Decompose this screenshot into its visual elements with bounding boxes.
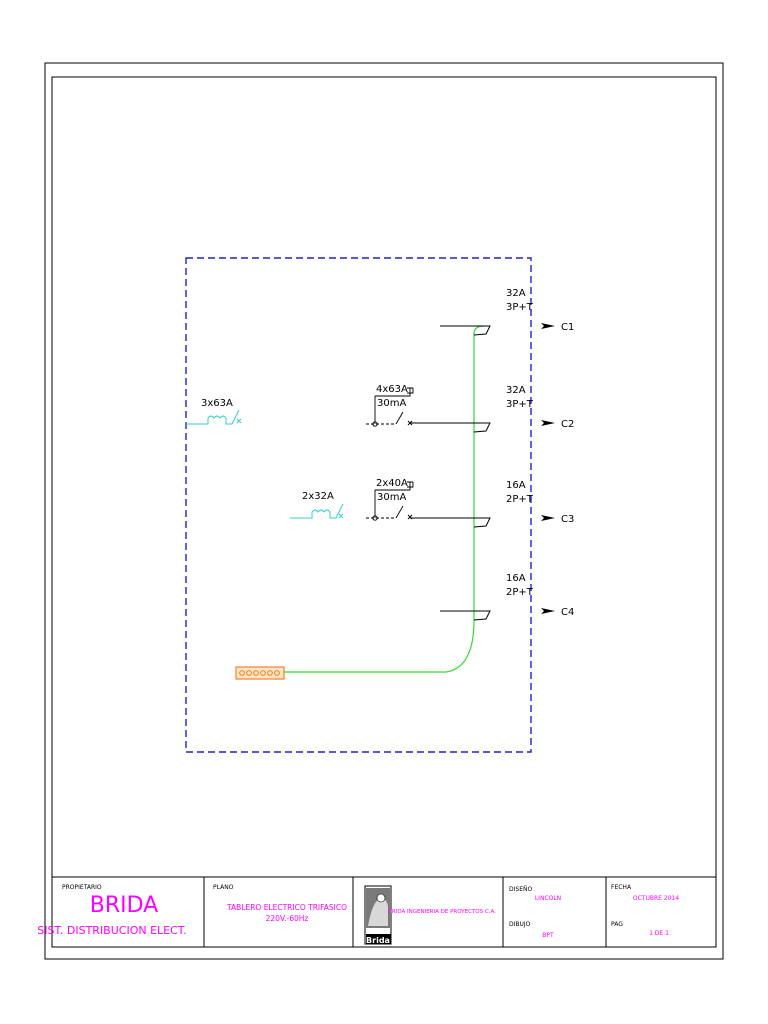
logo-text: Brida bbox=[366, 936, 390, 945]
plan-title: TABLERO ELECTRICO TRIFASICO bbox=[226, 903, 347, 912]
owner-name: BRIDA bbox=[90, 893, 158, 918]
terminal-block bbox=[235, 666, 285, 680]
circuit-group: 32A 3P+T C1 32A 3P+T C2 16A 2P+T C3 16A 2P+T C4 bbox=[410, 288, 574, 621]
page-value: 1 DE 1 bbox=[649, 930, 669, 937]
rcd-1-sensitivity: 30mA bbox=[377, 398, 406, 409]
circuit-1-rating: 32A bbox=[506, 288, 526, 299]
owner-subtitle: SIST. DISTRIBUCION ELECT. bbox=[37, 924, 186, 937]
rcd-1-rating: 4x63A bbox=[376, 384, 408, 395]
rcd-2-rating: 2x40A bbox=[376, 478, 408, 489]
drawing-value: BPT bbox=[542, 932, 554, 939]
owner-label: PROPIETARIO bbox=[62, 884, 102, 891]
sub-breaker-symbol bbox=[290, 503, 344, 519]
circuit-4-feeder bbox=[440, 610, 491, 621]
circuit-3-arrow-icon bbox=[541, 515, 555, 521]
drawing-label: DIBUJO bbox=[509, 921, 531, 928]
main-breaker-symbol bbox=[186, 409, 242, 425]
circuit-3-feeder bbox=[410, 517, 491, 528]
circuit-1-feeder bbox=[440, 325, 491, 336]
brida-logo bbox=[364, 885, 392, 945]
circuit-2-id: C2 bbox=[561, 419, 574, 430]
circuit-1-arrow-icon bbox=[541, 323, 555, 329]
design-value: LINCOLN bbox=[535, 895, 561, 902]
plan-subtitle: 220V.-60Hz bbox=[266, 914, 309, 923]
circuit-2-poles: 3P+T bbox=[506, 399, 534, 410]
plan-label: PLANO bbox=[213, 884, 234, 891]
inner-border bbox=[51, 76, 717, 948]
circuit-4-arrow-icon bbox=[541, 608, 555, 614]
outer-border bbox=[44, 62, 724, 960]
rcd-2-sensitivity: 30mA bbox=[377, 492, 406, 503]
sub-breaker-label: 2x32A bbox=[302, 491, 334, 502]
ground-busbar bbox=[236, 325, 485, 673]
circuit-2-feeder bbox=[410, 422, 491, 433]
circuit-2-rating: 32A bbox=[506, 385, 526, 396]
rcd-2-symbol bbox=[366, 481, 414, 521]
circuit-1-id: C1 bbox=[561, 322, 574, 333]
circuit-3-rating: 16A bbox=[506, 480, 526, 491]
circuit-3-poles: 2P+T bbox=[506, 494, 534, 505]
date-value: OCTUBRE 2014 bbox=[633, 895, 679, 902]
panel-boundary bbox=[185, 257, 532, 753]
circuit-4-poles: 2P+T bbox=[506, 587, 534, 598]
circuit-3-id: C3 bbox=[561, 514, 574, 525]
circuit-1-poles: 3P+T bbox=[506, 302, 534, 313]
circuit-4-rating: 16A bbox=[506, 573, 526, 584]
circuit-2-arrow-icon bbox=[541, 420, 555, 426]
circuit-4-id: C4 bbox=[561, 607, 574, 618]
main-breaker-label: 3x63A bbox=[201, 398, 233, 409]
design-label: DISEÑO bbox=[509, 886, 532, 893]
title-block bbox=[52, 876, 716, 947]
date-label: FECHA bbox=[611, 884, 632, 891]
page-label: PAG bbox=[611, 921, 623, 928]
company-name: BRIDA INGENIERIA DE PROYECTOS C.A. bbox=[388, 909, 496, 915]
